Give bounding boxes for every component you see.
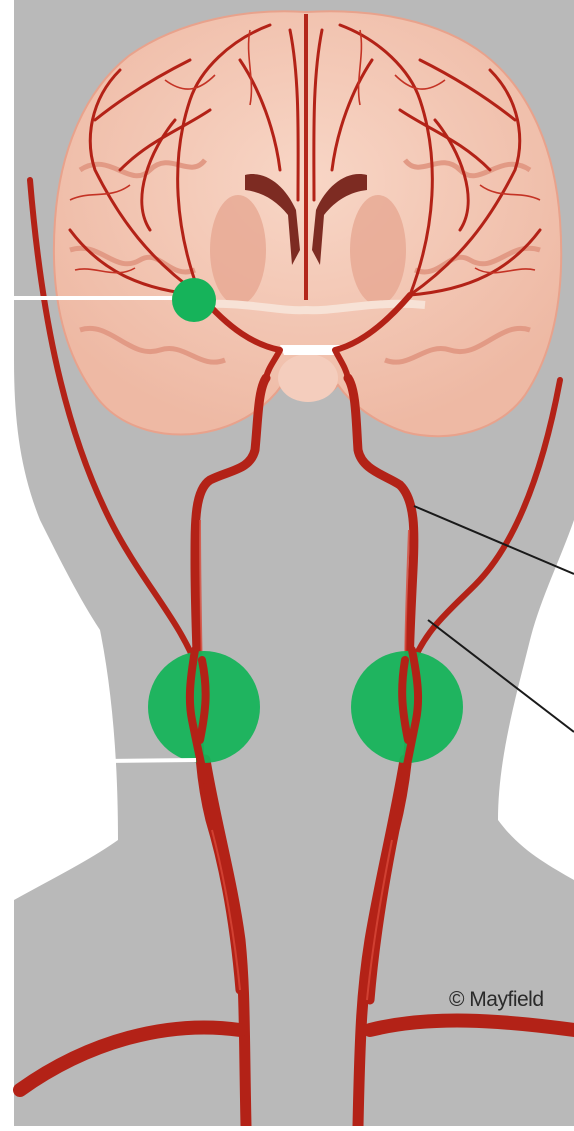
small-green-dot [172, 278, 216, 322]
pituitary-region [280, 345, 340, 355]
brain [54, 11, 561, 436]
lower-left-pointer [0, 760, 196, 762]
copyright-credit: © Mayfield [449, 988, 544, 1012]
right-basal-ganglia [350, 195, 406, 305]
brainstem [278, 354, 338, 402]
left-basal-ganglia [210, 195, 266, 305]
